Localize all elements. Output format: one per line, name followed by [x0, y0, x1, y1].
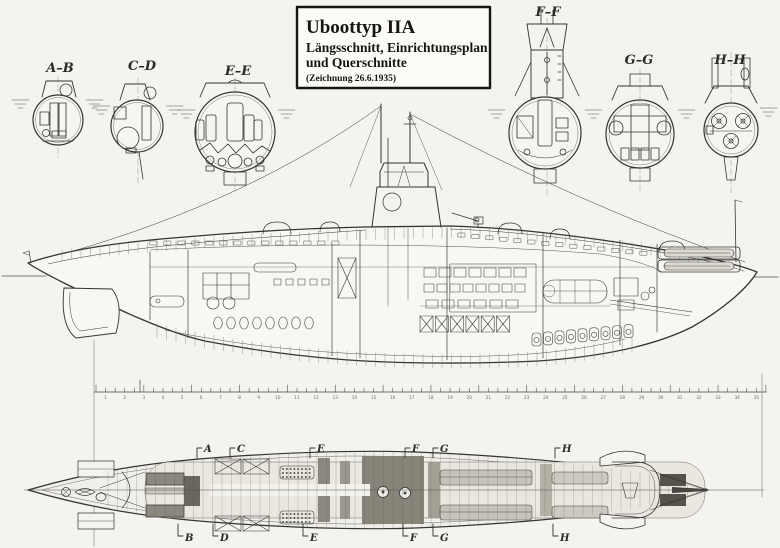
deck-gun: [451, 212, 484, 229]
deck-fittings: [262, 221, 686, 253]
section-label-ee: E–E: [224, 64, 252, 79]
svg-text:25: 25: [562, 395, 568, 400]
svg-text:9: 9: [257, 395, 260, 400]
svg-text:6: 6: [200, 395, 203, 400]
svg-text:2: 2: [123, 395, 126, 400]
section-label-ab: A–B: [44, 61, 74, 76]
title-block-border: [295, 5, 492, 90]
svg-text:16: 16: [390, 395, 396, 400]
svg-text:D: D: [219, 533, 229, 544]
cross-braced-tanks: [419, 315, 510, 333]
cross-section-c-d: [110, 77, 164, 184]
svg-text:35: 35: [754, 395, 760, 400]
svg-text:B: B: [184, 533, 193, 544]
svg-text:F: F: [409, 533, 418, 544]
svg-text:18: 18: [428, 395, 434, 400]
svg-text:E: E: [316, 444, 325, 455]
plan-view: A C E F G H B D E F G H: [23, 444, 765, 544]
bow-torpedo-tubes: [657, 199, 743, 273]
svg-text:C: C: [237, 444, 245, 455]
svg-text:32: 32: [696, 395, 702, 400]
cross-section-g-g: [605, 67, 675, 193]
svg-text:33: 33: [715, 395, 721, 400]
cross-section-views: A–B C–D E–E F–F G–G H–H: [11, 5, 778, 196]
section-label-cd: C–D: [128, 59, 157, 74]
svg-text:5: 5: [181, 395, 184, 400]
svg-text:15: 15: [371, 395, 377, 400]
section-label-gg: G–G: [625, 53, 654, 68]
flooding-holes: [213, 316, 634, 347]
svg-text:G: G: [440, 533, 449, 544]
svg-text:E: E: [309, 533, 318, 544]
svg-text:31: 31: [677, 395, 683, 400]
cross-section-labels: A–B C–D E–E F–F G–G H–H: [44, 5, 746, 79]
svg-text:12: 12: [313, 395, 319, 400]
svg-text:20: 20: [467, 395, 473, 400]
cross-section-f-f: [508, 7, 582, 196]
svg-text:19: 19: [447, 395, 453, 400]
drawing-subtitle-line1: Längsschnitt, Einrichtungsplan: [306, 40, 488, 55]
svg-text:1: 1: [104, 395, 107, 400]
drawing-title: Uboottyp IIA: [306, 17, 416, 38]
svg-text:21: 21: [486, 395, 492, 400]
svg-text:8: 8: [238, 395, 241, 400]
svg-text:23: 23: [524, 395, 530, 400]
engine-room-equipment: [273, 267, 527, 309]
svg-text:26: 26: [581, 395, 587, 400]
svg-text:G: G: [440, 444, 449, 455]
svg-text:13: 13: [333, 395, 339, 400]
cross-section-e-e: [194, 77, 276, 191]
svg-text:3: 3: [143, 395, 146, 400]
stern-plane-and-rudder: [22, 250, 120, 339]
svg-text:22: 22: [505, 395, 511, 400]
section-label-hh: H–H: [713, 53, 746, 68]
svg-text:29: 29: [639, 395, 645, 400]
cross-section-h-h: [703, 51, 759, 196]
title-block: Uboottyp IIA Längsschnitt, Einrichtungsp…: [295, 5, 492, 90]
waterline-marks: [11, 99, 778, 119]
plan-interior: [214, 458, 609, 532]
svg-text:14: 14: [352, 395, 358, 400]
svg-text:27: 27: [601, 395, 607, 400]
svg-text:7: 7: [219, 395, 222, 400]
svg-text:30: 30: [658, 395, 664, 400]
svg-text:H: H: [559, 533, 570, 544]
svg-text:24: 24: [543, 395, 549, 400]
plan-stern-details: [599, 450, 710, 530]
plan-section-markers: A C E F G H B D E F G H: [177, 444, 572, 544]
svg-text:17: 17: [409, 395, 415, 400]
svg-text:34: 34: [735, 395, 741, 400]
svg-text:F: F: [411, 444, 420, 455]
drawing-subtitle-line2: und Querschnitte: [306, 55, 407, 70]
svg-text:A: A: [203, 444, 212, 455]
conning-tower: [371, 103, 442, 307]
section-label-ff: F–F: [535, 5, 562, 20]
svg-text:H: H: [561, 444, 572, 455]
longitudinal-section-view: [1, 103, 779, 369]
cross-section-a-b: [32, 75, 84, 159]
svg-text:10: 10: [275, 395, 281, 400]
drawing-date-note: (Zeichnung 26.6.1935): [306, 73, 396, 84]
casing-vents: [149, 232, 648, 256]
svg-text:28: 28: [620, 395, 626, 400]
svg-text:4: 4: [162, 395, 165, 400]
svg-text:11: 11: [294, 395, 300, 400]
